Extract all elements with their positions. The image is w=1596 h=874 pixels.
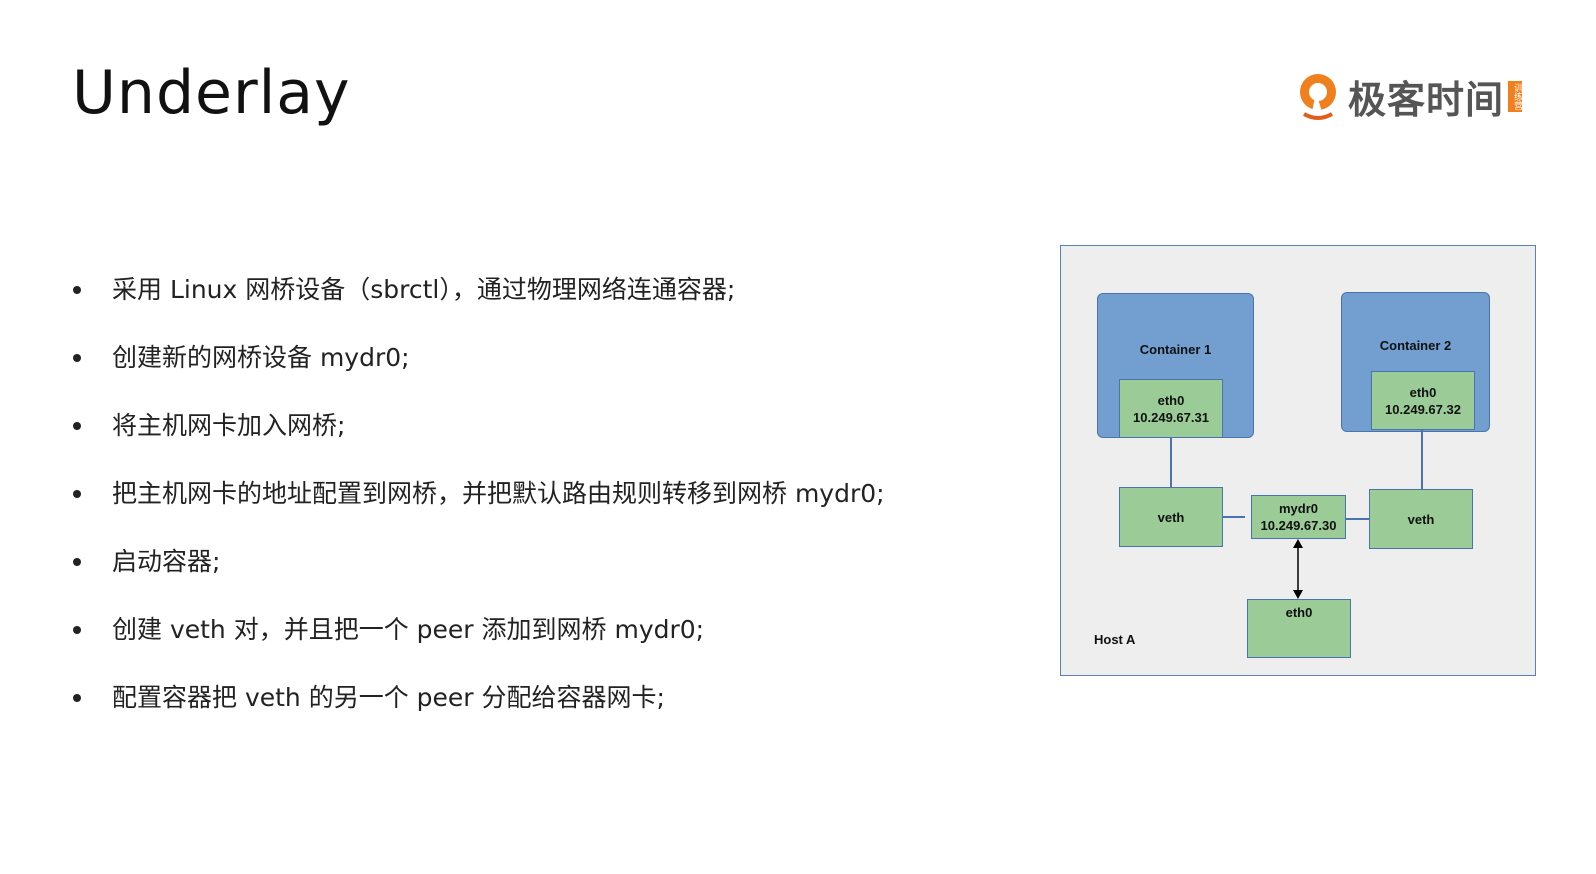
connector-line [1421,429,1423,490]
veth-left: veth [1119,487,1223,547]
bullet-text: 配置容器把 veth 的另一个 peer 分配给容器网卡; [112,683,665,712]
bullet-item: 创建 veth 对，并且把一个 peer 添加到网桥 mydr0; [70,610,885,678]
bullet-list: 采用 Linux 网桥设备（sbrctl），通过物理网络连通容器; 创建新的网桥… [70,270,885,746]
host-eth0: eth0 [1247,599,1351,658]
bullet-item: 启动容器; [70,542,885,610]
iface-label: eth0 [1285,605,1313,620]
bullet-icon [73,694,81,702]
bullet-item: 创建新的网桥设备 mydr0; [70,338,885,406]
bullet-icon [73,354,81,362]
container-2-eth0: eth0 10.249.67.32 [1371,371,1475,430]
connector-line [1222,516,1245,518]
bullet-text: 启动容器; [112,547,221,576]
iface-ip: 10.249.67.32 [1385,401,1461,417]
bullet-item: 采用 Linux 网桥设备（sbrctl），通过物理网络连通容器; [70,270,885,338]
bullet-icon [73,286,81,294]
bullet-text: 创建新的网桥设备 mydr0; [112,343,410,372]
logo: 极客时间 训练营 [1296,70,1523,122]
logo-badge: 训练营 [1508,80,1523,112]
bridge-mydr0: mydr0 10.249.67.30 [1251,495,1346,539]
bullet-item: 配置容器把 veth 的另一个 peer 分配给容器网卡; [70,678,885,746]
connector-line [1170,437,1172,488]
bullet-text: 将主机网卡加入网桥; [112,411,346,440]
bullet-icon [73,490,81,498]
container-2-label: Container 2 [1379,338,1452,353]
bridge-label: mydr0 [1278,501,1319,516]
container-1-eth0: eth0 10.249.67.31 [1119,379,1223,438]
logo-text: 极客时间 [1348,77,1505,122]
veth-label: veth [1157,509,1185,525]
bidirectional-arrow-icon [1293,539,1303,599]
bullet-icon [73,422,81,430]
bullet-item: 将主机网卡加入网桥; [70,406,885,474]
veth-label: veth [1407,511,1435,527]
bullet-item: 把主机网卡的地址配置到网桥，并把默认路由规则转移到网桥 mydr0; [70,474,885,542]
iface-label: eth0 [1157,392,1185,408]
bullet-icon [73,558,81,566]
container-1-label: Container 1 [1139,342,1212,357]
bridge-ip: 10.249.67.30 [1260,518,1337,533]
bullet-text: 把主机网卡的地址配置到网桥，并把默认路由规则转移到网桥 mydr0; [112,479,885,508]
bullet-text: 采用 Linux 网桥设备（sbrctl），通过物理网络连通容器; [112,275,736,304]
iface-ip: 10.249.67.31 [1133,409,1209,425]
bullet-text: 创建 veth 对，并且把一个 peer 添加到网桥 mydr0; [112,615,705,644]
iface-label: eth0 [1409,384,1437,400]
logo-mark-icon [1296,72,1340,120]
slide-title: Underlay [72,58,351,128]
bullet-icon [73,626,81,634]
host-label: Host A [1094,632,1136,647]
veth-right: veth [1369,489,1473,549]
connector-line [1345,518,1370,520]
